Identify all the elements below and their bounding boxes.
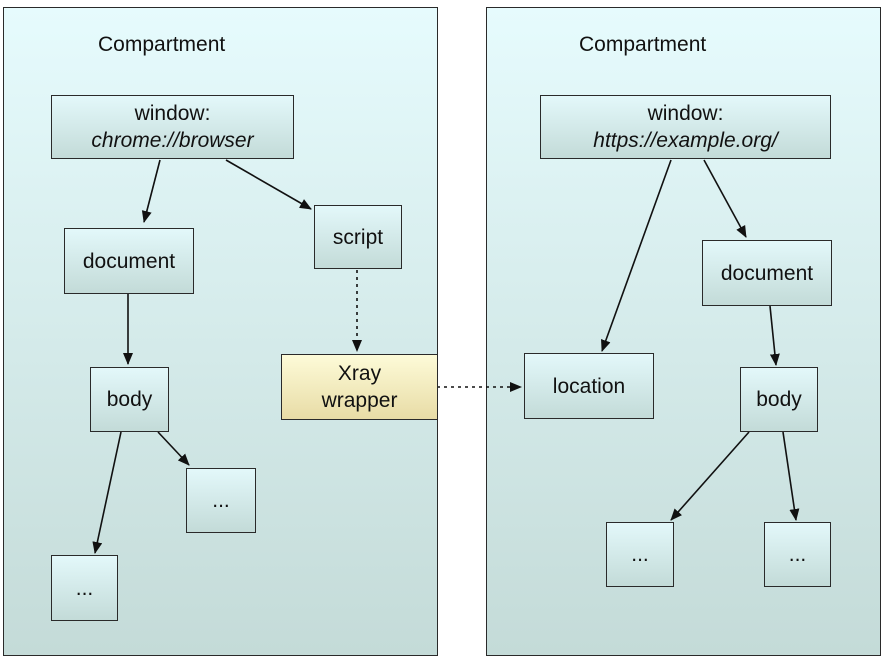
edge-left-window-to-document (141, 159, 161, 223)
node-left-more-a: ... (51, 555, 118, 621)
node-right-window-line2: https://example.org/ (593, 129, 778, 152)
node-left-more-b: ... (186, 468, 256, 533)
node-left-document-label: document (82, 249, 176, 273)
edge-left-body-to-more-b (157, 431, 190, 466)
edge-left-window-to-script (225, 159, 312, 210)
node-right-window-line1: window: (647, 102, 724, 125)
node-right-more-a-label: ... (631, 543, 649, 566)
node-left-window-line2: chrome://browser (91, 129, 254, 152)
edge-right-body-to-more-b (782, 431, 800, 521)
node-right-more-a: ... (606, 522, 674, 587)
node-xray-wrapper: Xray wrapper (281, 354, 438, 420)
node-left-script-label: script (332, 225, 384, 249)
node-left-more-a-label: ... (75, 576, 94, 600)
node-left-window: window: chrome://browser (51, 95, 294, 159)
node-left-script: script (314, 205, 402, 269)
node-left-more-b-label: ... (212, 489, 230, 512)
node-xray-line2: wrapper (321, 389, 398, 412)
node-xray-line1: Xray (337, 362, 382, 385)
edge-right-document-to-body (769, 305, 780, 366)
node-right-body-label: body (756, 388, 802, 411)
node-right-body: body (740, 367, 818, 432)
node-left-body-label: body (106, 388, 153, 411)
node-right-document: document (702, 240, 832, 306)
node-right-more-b: ... (764, 522, 831, 587)
edge-right-body-to-more-a (670, 431, 750, 521)
edge-right-window-to-document (703, 159, 747, 238)
edge-left-body-to-more-a (92, 431, 122, 554)
node-left-document: document (64, 228, 194, 294)
node-right-document-label: document (720, 261, 814, 285)
node-right-window: window: https://example.org/ (540, 95, 831, 159)
compartment-left-label: Compartment (98, 33, 226, 56)
node-right-location: location (524, 353, 654, 419)
node-right-location-label: location (552, 374, 626, 398)
node-left-body: body (90, 367, 169, 432)
node-right-more-b-label: ... (788, 543, 807, 566)
edge-right-window-to-location (601, 159, 672, 352)
node-left-window-line1: window: (134, 102, 211, 125)
compartment-right-label: Compartment (579, 33, 707, 56)
